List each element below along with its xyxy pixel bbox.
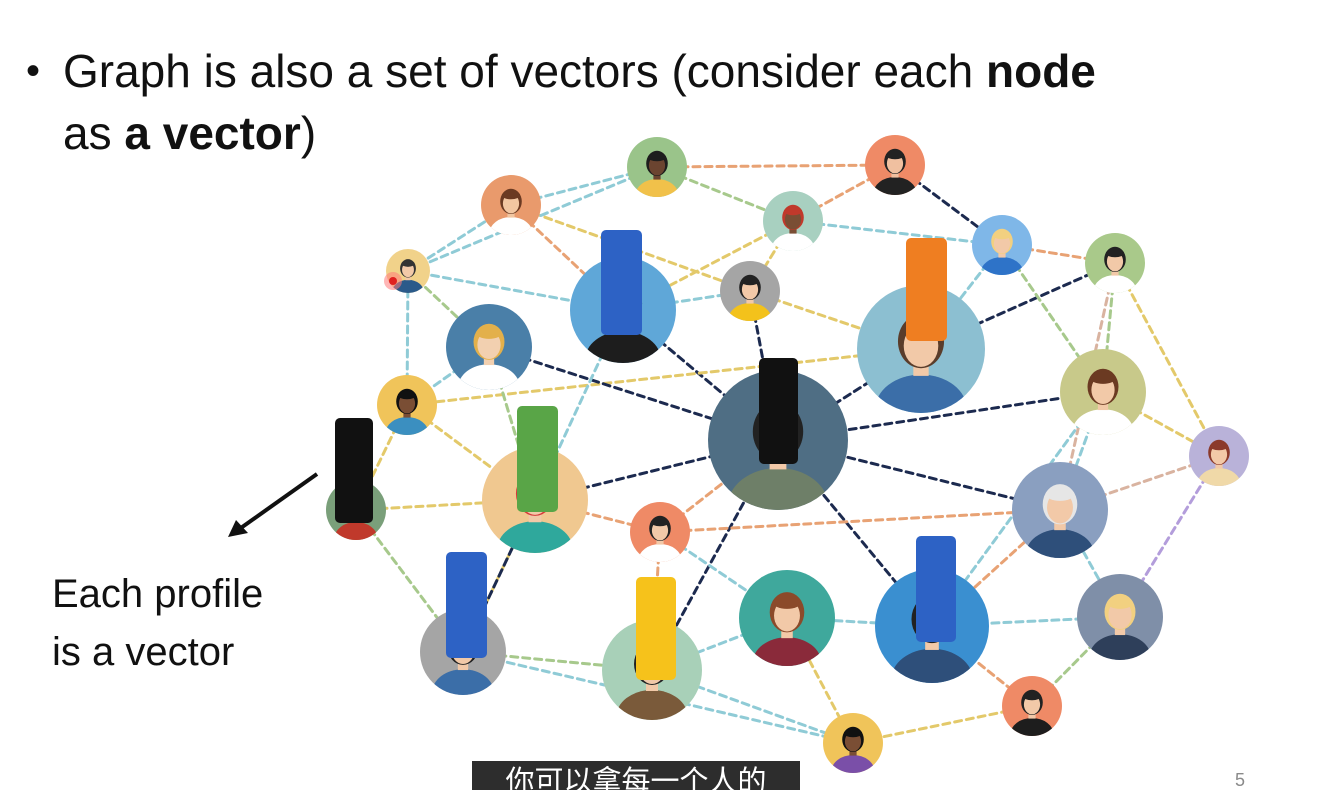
profile-vector-bar (636, 577, 676, 680)
profile-vector-bar (601, 230, 642, 335)
profile-vector-bar (517, 406, 558, 512)
bullet-bold-node: node (986, 45, 1096, 97)
bullet-text-part1: Graph is also a set of vectors (consider… (63, 45, 986, 97)
person-avatar (763, 191, 823, 251)
network-edge (1113, 261, 1221, 458)
person-avatar (1012, 462, 1108, 558)
person-avatar (972, 215, 1032, 275)
network-edge (655, 163, 897, 169)
network-edge (405, 347, 923, 407)
network-edge (405, 269, 410, 407)
profile-vector-bar (916, 536, 956, 642)
bullet-text: Graph is also a set of vectors (consider… (63, 40, 1223, 164)
profile-caption: Each profile is a vector (52, 565, 263, 681)
video-subtitle: 你可以拿每一个人的 (472, 761, 800, 790)
person-avatar (865, 135, 925, 195)
person-avatar (720, 261, 780, 321)
person-avatar (823, 713, 883, 773)
profile-vector-bar (906, 238, 947, 341)
pointer-arrow (228, 472, 319, 537)
network-edge (658, 508, 1062, 534)
bullet-marker: • (26, 49, 41, 93)
bullet-bold-vector: a vector (124, 107, 301, 159)
person-avatar (1002, 676, 1062, 736)
person-avatar (1060, 349, 1146, 435)
bullet-text-part2: as (63, 107, 125, 159)
page-number: 5 (1235, 770, 1246, 790)
person-avatar (446, 304, 532, 390)
profile-vector-bar (446, 552, 487, 658)
cursor-dot (389, 277, 397, 285)
person-avatar (1189, 426, 1249, 486)
caption-line-2: is a vector (52, 630, 235, 674)
bullet-text-part3: ) (300, 107, 317, 159)
person-avatar (857, 285, 985, 413)
profile-vector-bar (335, 418, 373, 523)
person-avatar (481, 175, 541, 235)
person-avatar (377, 375, 437, 435)
network-edge (1058, 390, 1105, 512)
network-edge (851, 704, 1034, 745)
person-avatar (627, 137, 687, 197)
person-avatar (630, 502, 690, 562)
person-avatar (739, 570, 835, 666)
profile-vectors (335, 230, 956, 680)
profile-vector-bar (759, 358, 798, 464)
person-avatar (1077, 574, 1163, 660)
caption-line-1: Each profile (52, 572, 264, 616)
network-edge (791, 219, 1004, 247)
person-avatar (1085, 233, 1145, 293)
